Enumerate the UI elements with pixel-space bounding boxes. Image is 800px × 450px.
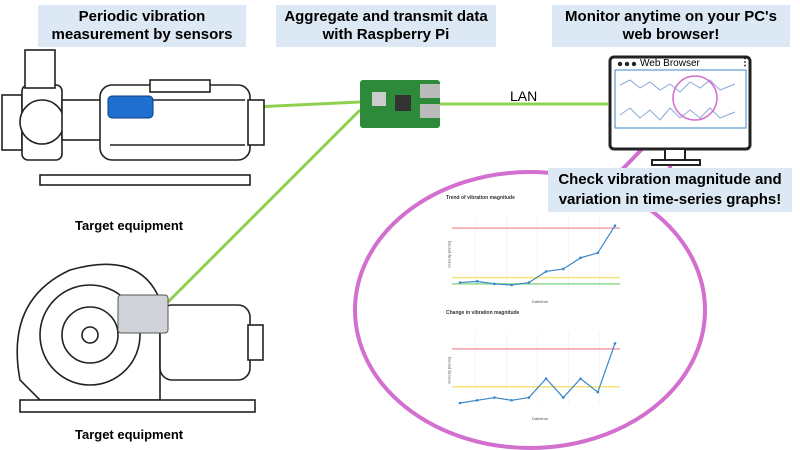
target-equipment-caption-bottom: Target equipment — [75, 427, 184, 442]
pc-monitor — [608, 55, 752, 166]
monitor-label: Monitor anytime on your PC's web browser… — [552, 5, 790, 47]
browser-title: Web Browser — [640, 58, 700, 69]
chart2-data-point — [527, 396, 531, 399]
chart1-data-point — [596, 251, 600, 255]
chart1-data-point — [613, 224, 617, 228]
pump-bottom-illustration — [16, 263, 264, 413]
chart1-xlabel: Datetime — [532, 299, 549, 304]
raspberry-pi-label: Aggregate and transmit data with Raspber… — [276, 5, 496, 47]
chart2-series-line — [459, 343, 616, 404]
vibration-sensor-top — [107, 95, 154, 119]
chart2-data-point — [493, 396, 496, 399]
sensors-label: Periodic vibration measurement by sensor… — [38, 5, 246, 47]
chart2-data-point — [475, 398, 479, 402]
chart2-data-point — [596, 390, 600, 394]
chart2-data-point — [613, 342, 617, 345]
kebab-menu-icon[interactable]: ⋮ — [740, 57, 750, 68]
chart1-data-point — [493, 282, 496, 286]
chart1-data-point — [579, 256, 582, 260]
chart2-title: Change in vibration magnitude — [446, 310, 520, 316]
chart1-data-point — [458, 281, 462, 284]
chart1-data-point — [510, 283, 513, 287]
chart1-data-point — [475, 280, 479, 283]
chart2-ylabel: Velocity [mm/s] — [446, 357, 452, 384]
chart1-ylabel: Velocity [mm/s] — [446, 241, 452, 268]
chart1-data-point — [544, 270, 548, 273]
chart2-data-point — [458, 401, 462, 405]
chart1-series-line — [459, 225, 616, 286]
chart2-data-point — [562, 396, 565, 399]
raspberry-pi-board — [360, 80, 440, 128]
zoom-callout-ellipse — [353, 170, 707, 450]
chart2-data-point — [544, 377, 548, 380]
check-graphs-callout: Check vibration magnitude and variation … — [548, 168, 792, 212]
target-equipment-caption-top: Target equipment — [75, 218, 184, 233]
chart2-xlabel: Datetime — [532, 416, 549, 421]
chart1-data-point — [562, 267, 565, 271]
chart2-data-point — [510, 398, 513, 402]
lan-label: LAN — [510, 88, 538, 104]
vibration-sensor-bottom — [117, 294, 169, 334]
chart2-data-point — [579, 377, 582, 380]
chart1-data-point — [527, 281, 531, 284]
chart1-title: Trend of vibration magnitude — [446, 195, 515, 201]
